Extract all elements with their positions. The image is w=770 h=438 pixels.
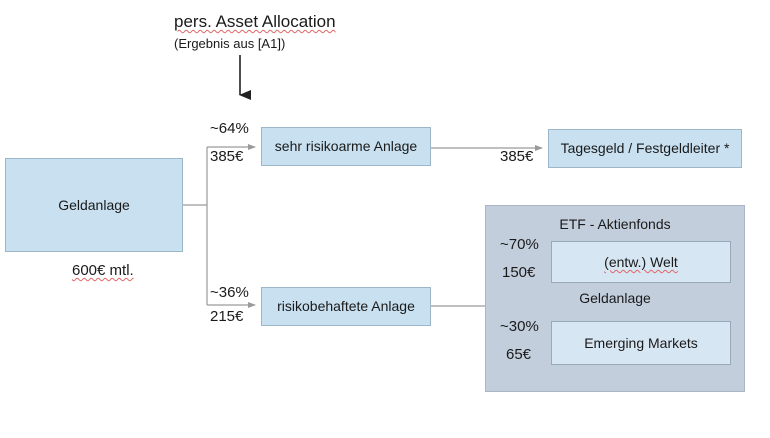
edge-label-amount-emerging: 65€ bbox=[506, 346, 532, 363]
page-title-text: pers. Asset Allocation bbox=[174, 12, 336, 31]
node-sehr-risikoarme-anlage[interactable]: sehr risikoarme Anlage bbox=[261, 127, 431, 166]
node-emerging-markets[interactable]: Emerging Markets bbox=[551, 321, 731, 365]
node-entw-welt[interactable]: (entw.) Welt bbox=[551, 241, 731, 283]
edge-label-amount-welt: 150€ bbox=[502, 264, 536, 281]
node-tagesgeld-festgeldleiter[interactable]: Tagesgeld / Festgeldleiter * bbox=[548, 129, 742, 168]
node-geldanlage-label: Geldanlage bbox=[58, 196, 130, 213]
node-risikobehaftete-anlage[interactable]: risikobehaftete Anlage bbox=[261, 287, 431, 326]
edge-label-percent-welt: ~70% bbox=[500, 236, 539, 253]
etf-panel-subtitle: Geldanlage bbox=[579, 290, 651, 306]
edge-label-amount-risky: 215€ bbox=[210, 308, 244, 325]
node-sehr-risikoarme-anlage-label: sehr risikoarme Anlage bbox=[274, 138, 418, 155]
edge-label-amount-low-risk: 385€ bbox=[210, 148, 244, 165]
edge-label-percent-low-risk: ~64% bbox=[210, 120, 249, 137]
page-title: pers. Asset Allocation bbox=[174, 12, 336, 32]
node-entw-welt-label: (entw.) Welt bbox=[604, 253, 678, 270]
edge-label-percent-risky: ~36% bbox=[210, 284, 249, 301]
root-amount-caption: 600€ mtl. bbox=[72, 262, 134, 279]
etf-panel-title: ETF - Aktienfonds bbox=[559, 216, 671, 232]
node-tagesgeld-festgeldleiter-label: Tagesgeld / Festgeldleiter * bbox=[560, 140, 730, 157]
node-geldanlage[interactable]: Geldanlage bbox=[5, 158, 183, 252]
root-amount-caption-text: 600€ mtl. bbox=[72, 262, 134, 279]
edge-label-percent-emerging: ~30% bbox=[500, 318, 539, 335]
edge-label-amount-tagesgeld: 385€ bbox=[500, 148, 534, 165]
node-emerging-markets-label: Emerging Markets bbox=[584, 334, 698, 351]
page-subtitle: (Ergebnis aus [A1]) bbox=[174, 36, 286, 51]
node-risikobehaftete-anlage-label: risikobehaftete Anlage bbox=[277, 298, 415, 315]
